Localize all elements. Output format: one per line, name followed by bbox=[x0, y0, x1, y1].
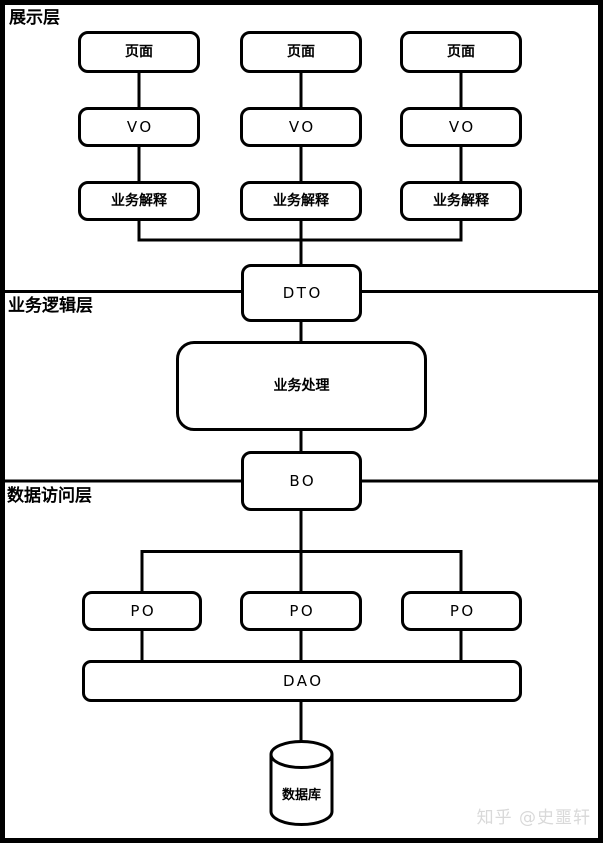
node-po-1: PO bbox=[82, 591, 202, 631]
watermark: 知乎 @史噩轩 bbox=[476, 808, 591, 828]
node-po-2: PO bbox=[240, 591, 362, 631]
node-interpretation-2: 业务解释 bbox=[240, 181, 362, 221]
branch-connector bbox=[140, 550, 463, 592]
node-dao: DAO bbox=[82, 660, 522, 702]
database-label: 数据库 bbox=[281, 788, 321, 803]
node-po-3: PO bbox=[401, 591, 522, 631]
node-vo-3: VO bbox=[400, 107, 522, 147]
node-page-3: 页面 bbox=[400, 31, 522, 73]
node-interpretation-1: 业务解释 bbox=[78, 181, 200, 221]
layer-label-presentation: 展示层 bbox=[9, 8, 60, 28]
database-cylinder-body bbox=[269, 754, 334, 826]
layer-label-data-access: 数据访问层 bbox=[7, 486, 92, 506]
node-bo: BO bbox=[241, 451, 362, 511]
node-page-1: 页面 bbox=[78, 31, 200, 73]
converge-connector bbox=[137, 221, 463, 242]
node-dto: DTO bbox=[241, 264, 362, 322]
node-interpretation-3: 业务解释 bbox=[400, 181, 522, 221]
layer-label-business-logic: 业务逻辑层 bbox=[8, 296, 93, 316]
node-vo-2: VO bbox=[240, 107, 362, 147]
database-cylinder-top bbox=[269, 740, 334, 769]
node-vo-1: VO bbox=[78, 107, 200, 147]
node-page-2: 页面 bbox=[240, 31, 362, 73]
node-business-processing: 业务处理 bbox=[176, 341, 427, 431]
